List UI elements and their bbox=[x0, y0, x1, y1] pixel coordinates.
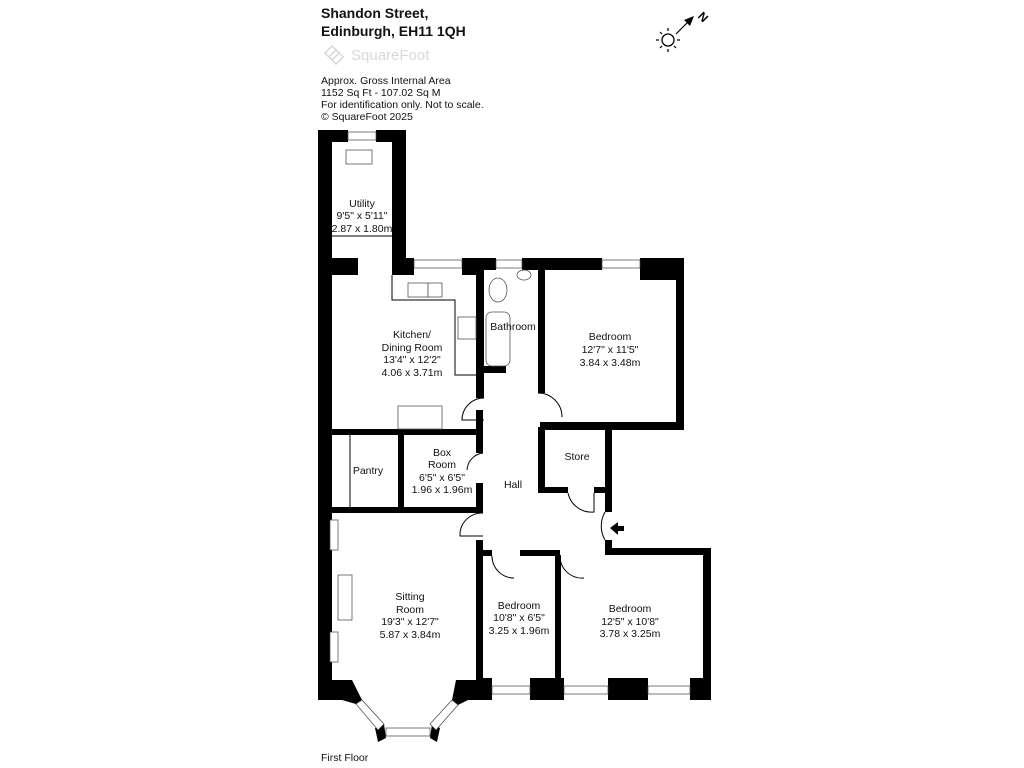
room-imperial: 19'3" x 12'7" bbox=[381, 616, 439, 628]
copyright: © SquareFoot 2025 bbox=[321, 111, 413, 123]
toilet-icon bbox=[488, 277, 508, 303]
area-value: 1152 Sq Ft - 107.02 Sq M bbox=[321, 87, 441, 99]
room-metric: 2.87 x 1.80m bbox=[332, 223, 393, 235]
room-pantry: Pantry bbox=[353, 465, 384, 477]
room-metric: 1.96 x 1.96m bbox=[412, 484, 473, 496]
kitchen-sink-icon bbox=[407, 282, 429, 298]
room-bedroom-2: Bedroom 10'8" x 6'5" 3.25 x 1.96m bbox=[489, 600, 550, 637]
room-name: Sitting bbox=[395, 591, 424, 603]
disclaimer: For identification only. Not to scale. bbox=[321, 99, 484, 111]
compass-north-label: N bbox=[695, 9, 711, 25]
room-hall: Hall bbox=[504, 479, 522, 491]
room-name-line2: Dining Room bbox=[382, 342, 443, 354]
address-street: Shandon Street, bbox=[321, 5, 429, 21]
room-name-line2: Room bbox=[428, 459, 456, 471]
room-imperial: 10'8" x 6'5" bbox=[493, 612, 545, 624]
property-address: Shandon Street, Edinburgh, EH11 1QH bbox=[321, 4, 466, 40]
area-info: Approx. Gross Internal Area 1152 Sq Ft -… bbox=[321, 75, 484, 123]
room-name: Kitchen/ bbox=[393, 329, 431, 341]
room-bathroom: Bathroom bbox=[490, 321, 536, 333]
utility-sink-icon bbox=[345, 149, 373, 165]
room-name: Hall bbox=[504, 479, 522, 491]
room-metric: 3.84 x 3.48m bbox=[580, 357, 641, 369]
walls bbox=[318, 130, 711, 742]
room-name: Bedroom bbox=[609, 603, 652, 615]
fireplace-icon bbox=[337, 574, 353, 621]
room-imperial: 9'5" x 5'11" bbox=[337, 210, 388, 222]
room-utility: Utility 9'5" x 5'11" 2.87 x 1.80m bbox=[332, 198, 393, 235]
room-name: Utility bbox=[349, 198, 375, 210]
room-bedroom-1: Bedroom 12'7" x 11'5" 3.84 x 3.48m bbox=[580, 331, 641, 369]
room-imperial: 12'5" x 10'8" bbox=[601, 616, 659, 628]
room-name-line2: Room bbox=[396, 604, 424, 616]
hob-icon bbox=[457, 316, 477, 340]
room-metric: 3.78 x 3.25m bbox=[600, 628, 661, 640]
room-name: Pantry bbox=[353, 465, 384, 477]
area-label: Approx. Gross Internal Area bbox=[321, 75, 451, 87]
room-name: Bathroom bbox=[490, 321, 536, 333]
room-imperial: 6'5" x 6'5" bbox=[419, 472, 465, 484]
room-name: Bedroom bbox=[589, 331, 632, 343]
entrance-arrow-icon bbox=[610, 522, 624, 535]
room-name: Bedroom bbox=[498, 600, 541, 612]
squarefoot-logo: SquareFoot bbox=[321, 42, 429, 68]
fixtures bbox=[332, 149, 606, 621]
bath-icon bbox=[485, 311, 511, 367]
squarefoot-logo-icon bbox=[323, 44, 345, 66]
room-metric: 3.25 x 1.96m bbox=[489, 625, 550, 637]
room-sitting-room: Sitting Room 19'3" x 12'7" 5.87 x 3.84m bbox=[380, 591, 441, 641]
room-metric: 4.06 x 3.71m bbox=[382, 367, 443, 379]
room-bedroom-3: Bedroom 12'5" x 10'8" 3.78 x 3.25m bbox=[600, 603, 661, 640]
room-box-room: Box Room 6'5" x 6'5" 1.96 x 1.96m bbox=[412, 447, 473, 496]
room-metric: 5.87 x 3.84m bbox=[380, 629, 441, 641]
room-name: Box bbox=[433, 447, 452, 459]
room-store: Store bbox=[564, 451, 589, 463]
floor-label: First Floor bbox=[321, 752, 369, 764]
room-imperial: 12'7" x 11'5" bbox=[582, 344, 639, 356]
room-imperial: 13'4" x 12'2" bbox=[383, 354, 441, 366]
room-kitchen-dining: Kitchen/ Dining Room 13'4" x 12'2" 4.06 … bbox=[382, 329, 443, 379]
windows bbox=[329, 131, 691, 737]
basin-icon bbox=[516, 269, 532, 281]
room-name: Store bbox=[564, 451, 589, 463]
logo-text: SquareFoot bbox=[351, 46, 430, 64]
compass-icon: N bbox=[656, 9, 711, 52]
address-city: Edinburgh, EH11 1QH bbox=[321, 23, 466, 39]
